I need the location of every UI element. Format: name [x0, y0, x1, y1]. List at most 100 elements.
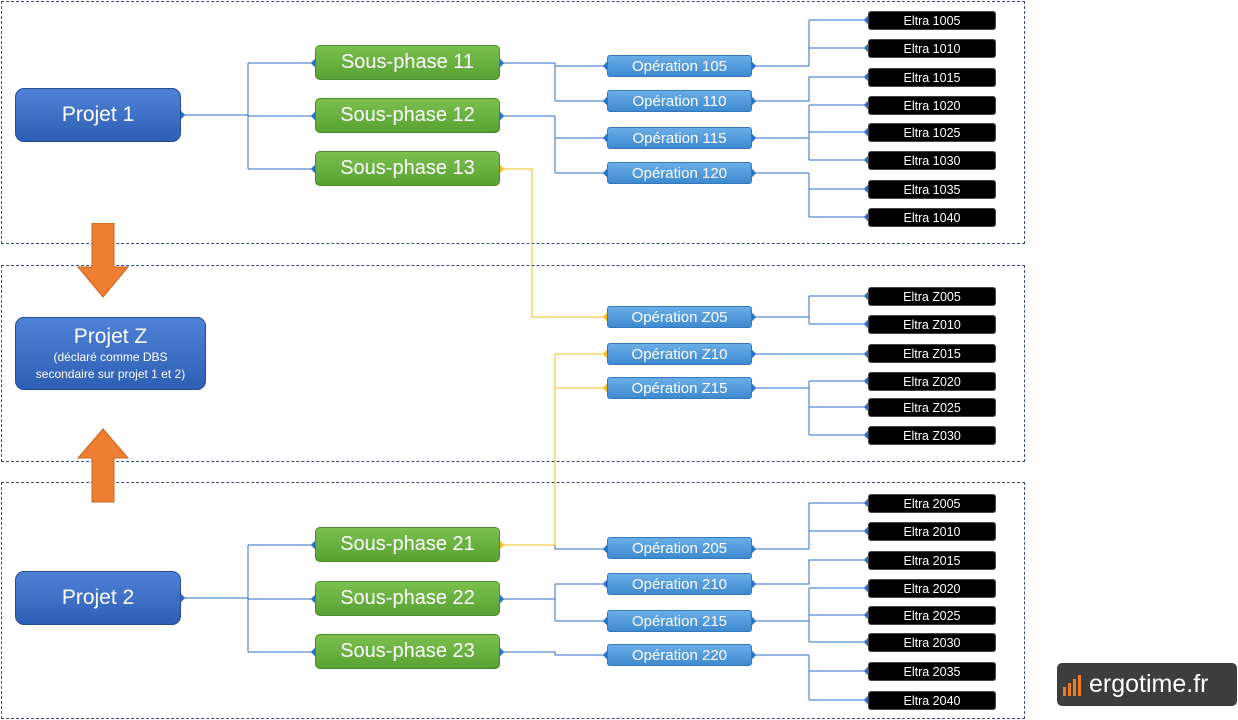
sous-phase-label: Sous-phase 13	[340, 157, 475, 179]
eltra-label: Eltra 1035	[903, 182, 961, 197]
node-eltra-1035: Eltra 1035	[868, 180, 996, 199]
eltra-label: Eltra 2030	[903, 635, 961, 650]
node-sous-phase-21: Sous-phase 21	[315, 527, 500, 562]
node-eltra-1025: Eltra 1025	[868, 123, 996, 142]
node-eltra-z025: Eltra Z025	[868, 398, 996, 417]
node-operation-110: Opération 110	[607, 90, 752, 112]
link-o110-eltra	[752, 76, 868, 102]
link-s12-ops	[500, 115, 607, 174]
projet-1-label: Projet 1	[61, 103, 135, 126]
node-eltra-z020: Eltra Z020	[868, 372, 996, 391]
sous-phase-label: Sous-phase 21	[340, 533, 475, 555]
node-operation-205: Opération 205	[607, 537, 752, 559]
link-o220-eltras	[752, 654, 868, 701]
down-arrow-icon	[76, 223, 130, 298]
eltra-label: Eltra Z015	[903, 346, 961, 361]
node-eltra-1030: Eltra 1030	[868, 151, 996, 170]
sous-phase-label: Sous-phase 22	[340, 587, 475, 609]
projet-z-note-line1: (déclaré comme DBS	[53, 349, 168, 364]
operation-label: Opération 110	[632, 92, 727, 110]
operation-label: Opération 205	[631, 539, 728, 557]
link-s21-o205	[554, 545, 607, 550]
node-operation-215: Opération 215	[607, 610, 752, 632]
node-eltra-z015: Eltra Z015	[868, 344, 996, 363]
operation-label: Opération Z05	[631, 308, 728, 326]
node-projet-1: Projet 1	[15, 88, 181, 142]
eltra-label: Eltra 1015	[903, 70, 961, 85]
link-s11-ops	[500, 62, 607, 102]
link-o105-eltras	[752, 19, 868, 67]
eltra-label: Eltra Z020	[903, 374, 961, 389]
link-projet2-sousphases	[181, 544, 315, 653]
node-eltra-z005: Eltra Z005	[868, 287, 996, 306]
node-eltra-2005: Eltra 2005	[868, 494, 996, 513]
node-operation-115: Opération 115	[607, 127, 752, 149]
eltra-label: Eltra 1040	[903, 210, 961, 225]
node-eltra-2010: Eltra 2010	[868, 522, 996, 541]
node-projet-z: Projet Z (déclaré comme DBS secondaire s…	[15, 317, 206, 390]
node-eltra-1005: Eltra 1005	[868, 11, 996, 30]
node-operation-210: Opération 210	[607, 573, 752, 595]
eltra-label: Eltra 1025	[903, 125, 961, 140]
link-o215-eltras	[752, 587, 868, 643]
eltra-label: Eltra 2010	[903, 524, 961, 539]
operation-label: Opération 210	[631, 575, 728, 593]
eltra-label: Eltra 2015	[903, 553, 961, 568]
eltra-label: Eltra Z010	[903, 317, 961, 332]
operation-label: Opération 120	[631, 164, 728, 182]
link-oz15-eltras	[752, 380, 868, 436]
ergotime-logo[interactable]: ergotime.fr	[1057, 663, 1237, 706]
projet-2-label: Projet 2	[61, 586, 135, 609]
group-projet-z	[1, 265, 1025, 462]
link-o210-eltra	[752, 559, 868, 585]
node-sous-phase-11: Sous-phase 11	[315, 45, 500, 80]
node-eltra-1020: Eltra 1020	[868, 96, 996, 115]
logo-text: ergotime.fr	[1089, 670, 1209, 698]
sous-phase-label: Sous-phase 12	[340, 104, 475, 126]
node-operation-z10: Opération Z10	[607, 343, 752, 365]
group-projet-1	[1, 1, 1025, 244]
node-operation-120: Opération 120	[607, 162, 752, 184]
link-s23-o220	[500, 651, 607, 656]
eltra-label: Eltra 1005	[903, 13, 961, 28]
node-sous-phase-23: Sous-phase 23	[315, 634, 500, 669]
bar-chart-icon	[1063, 674, 1085, 696]
node-eltra-2015: Eltra 2015	[868, 551, 996, 570]
node-operation-220: Opération 220	[607, 644, 752, 666]
group-projet-2	[1, 482, 1025, 719]
node-sous-phase-12: Sous-phase 12	[315, 98, 500, 133]
node-sous-phase-13: Sous-phase 13	[315, 151, 500, 186]
eltra-label: Eltra 1010	[903, 41, 961, 56]
link-projet1-sousphases	[181, 62, 315, 170]
eltra-label: Eltra 2025	[903, 608, 961, 623]
eltra-label: Eltra 2040	[903, 693, 961, 708]
node-eltra-1040: Eltra 1040	[868, 208, 996, 227]
node-eltra-1010: Eltra 1010	[868, 39, 996, 58]
eltra-label: Eltra Z005	[903, 289, 961, 304]
operation-label: Opération Z10	[631, 345, 728, 363]
link-o115-eltras	[752, 104, 868, 161]
sous-phase-label: Sous-phase 23	[340, 640, 475, 662]
eltra-label: Eltra 2020	[903, 581, 961, 596]
sous-phase-label: Sous-phase 11	[340, 51, 475, 73]
node-operation-z15: Opération Z15	[607, 377, 752, 399]
operation-label: Opération 215	[631, 612, 728, 630]
node-eltra-z030: Eltra Z030	[868, 426, 996, 445]
node-eltra-2035: Eltra 2035	[868, 662, 996, 681]
projet-z-note-line2: secondaire sur projet 1 et 2)	[35, 366, 186, 381]
operation-label: Opération 115	[632, 129, 727, 147]
node-eltra-z010: Eltra Z010	[868, 315, 996, 334]
node-eltra-2040: Eltra 2040	[868, 691, 996, 710]
node-eltra-2030: Eltra 2030	[868, 633, 996, 652]
eltra-label: Eltra 1030	[903, 153, 961, 168]
node-sous-phase-22: Sous-phase 22	[315, 581, 500, 616]
eltra-label: Eltra Z030	[903, 428, 961, 443]
operation-label: Opération Z15	[631, 379, 728, 397]
operation-label: Opération 105	[631, 57, 728, 75]
node-operation-105: Opération 105	[607, 55, 752, 77]
eltra-label: Eltra 1020	[903, 98, 961, 113]
eltra-label: Eltra 2005	[903, 496, 961, 511]
up-arrow-icon	[76, 428, 130, 503]
operation-label: Opération 220	[631, 646, 728, 664]
node-operation-z05: Opération Z05	[607, 306, 752, 328]
